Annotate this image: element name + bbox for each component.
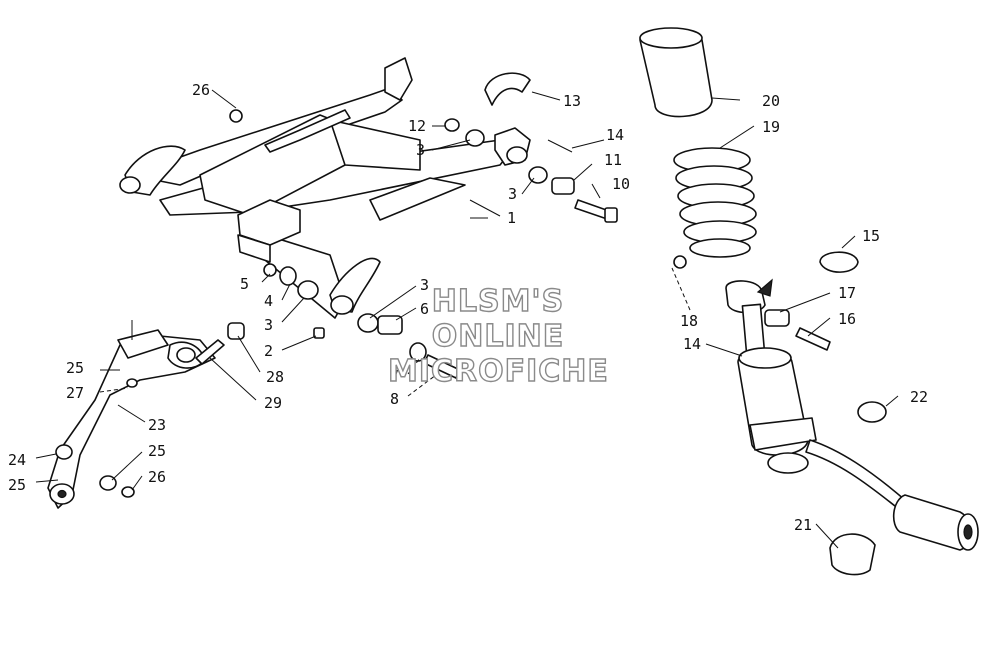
callout-14: 14	[683, 335, 701, 353]
callout-5: 5	[240, 275, 249, 293]
callout-16: 16	[838, 310, 856, 328]
callout-19: 19	[762, 118, 780, 136]
callout-27: 27	[66, 384, 84, 402]
callout-22: 22	[910, 388, 928, 406]
callout-25-b: 25	[148, 442, 166, 460]
callout-17: 17	[838, 284, 856, 302]
callout-13: 14	[606, 126, 624, 144]
callout-10: 11	[604, 151, 622, 169]
callout-26-top: 26	[192, 81, 210, 99]
callout-3-a: 3	[416, 141, 425, 159]
leader-lines	[35, 89, 899, 549]
callout-25-a: 25	[66, 359, 84, 377]
callout-29: 29	[264, 394, 282, 412]
callout-3-d: 3	[420, 276, 429, 294]
swing-arm-frame	[119, 57, 531, 319]
callout-labels: 26 13 12 14 3 11 10 3 1 20 19 15 17 16 1…	[8, 81, 928, 534]
callout-28: 28	[266, 368, 284, 386]
callout-7: 7	[390, 367, 399, 385]
callout-6: 6	[420, 300, 429, 318]
watermark-line-3: MICROFICHE	[387, 353, 609, 389]
callout-1: 1	[507, 209, 516, 227]
rubber-boot	[639, 27, 713, 118]
callout-8: 8	[390, 390, 399, 408]
callout-26-bottom: 26	[148, 468, 166, 486]
callout-15: 15	[862, 227, 880, 245]
callout-2: 2	[264, 342, 273, 360]
callout-11: 12	[408, 117, 426, 135]
callout-18: 18	[680, 312, 698, 330]
callout-4: 4	[264, 292, 273, 310]
coil-spring	[673, 147, 757, 258]
callout-9: 10	[612, 175, 630, 193]
shock-absorber	[725, 280, 979, 551]
callout-12: 13	[563, 92, 581, 110]
watermark: HLSM'S ONLINE MICROFICHE	[387, 283, 609, 389]
callout-3-b: 3	[508, 185, 517, 203]
watermark-line-1: HLSM'S	[431, 283, 565, 319]
hardware-parts	[55, 72, 887, 576]
callout-20: 20	[762, 92, 780, 110]
callout-25-c: 25	[8, 476, 26, 494]
callout-24: 24	[8, 451, 26, 469]
callout-3-c: 3	[264, 316, 273, 334]
suspension-arm	[47, 329, 216, 509]
watermark-line-2: ONLINE	[431, 318, 565, 354]
callout-21: 21	[794, 516, 812, 534]
callout-23: 23	[148, 416, 166, 434]
